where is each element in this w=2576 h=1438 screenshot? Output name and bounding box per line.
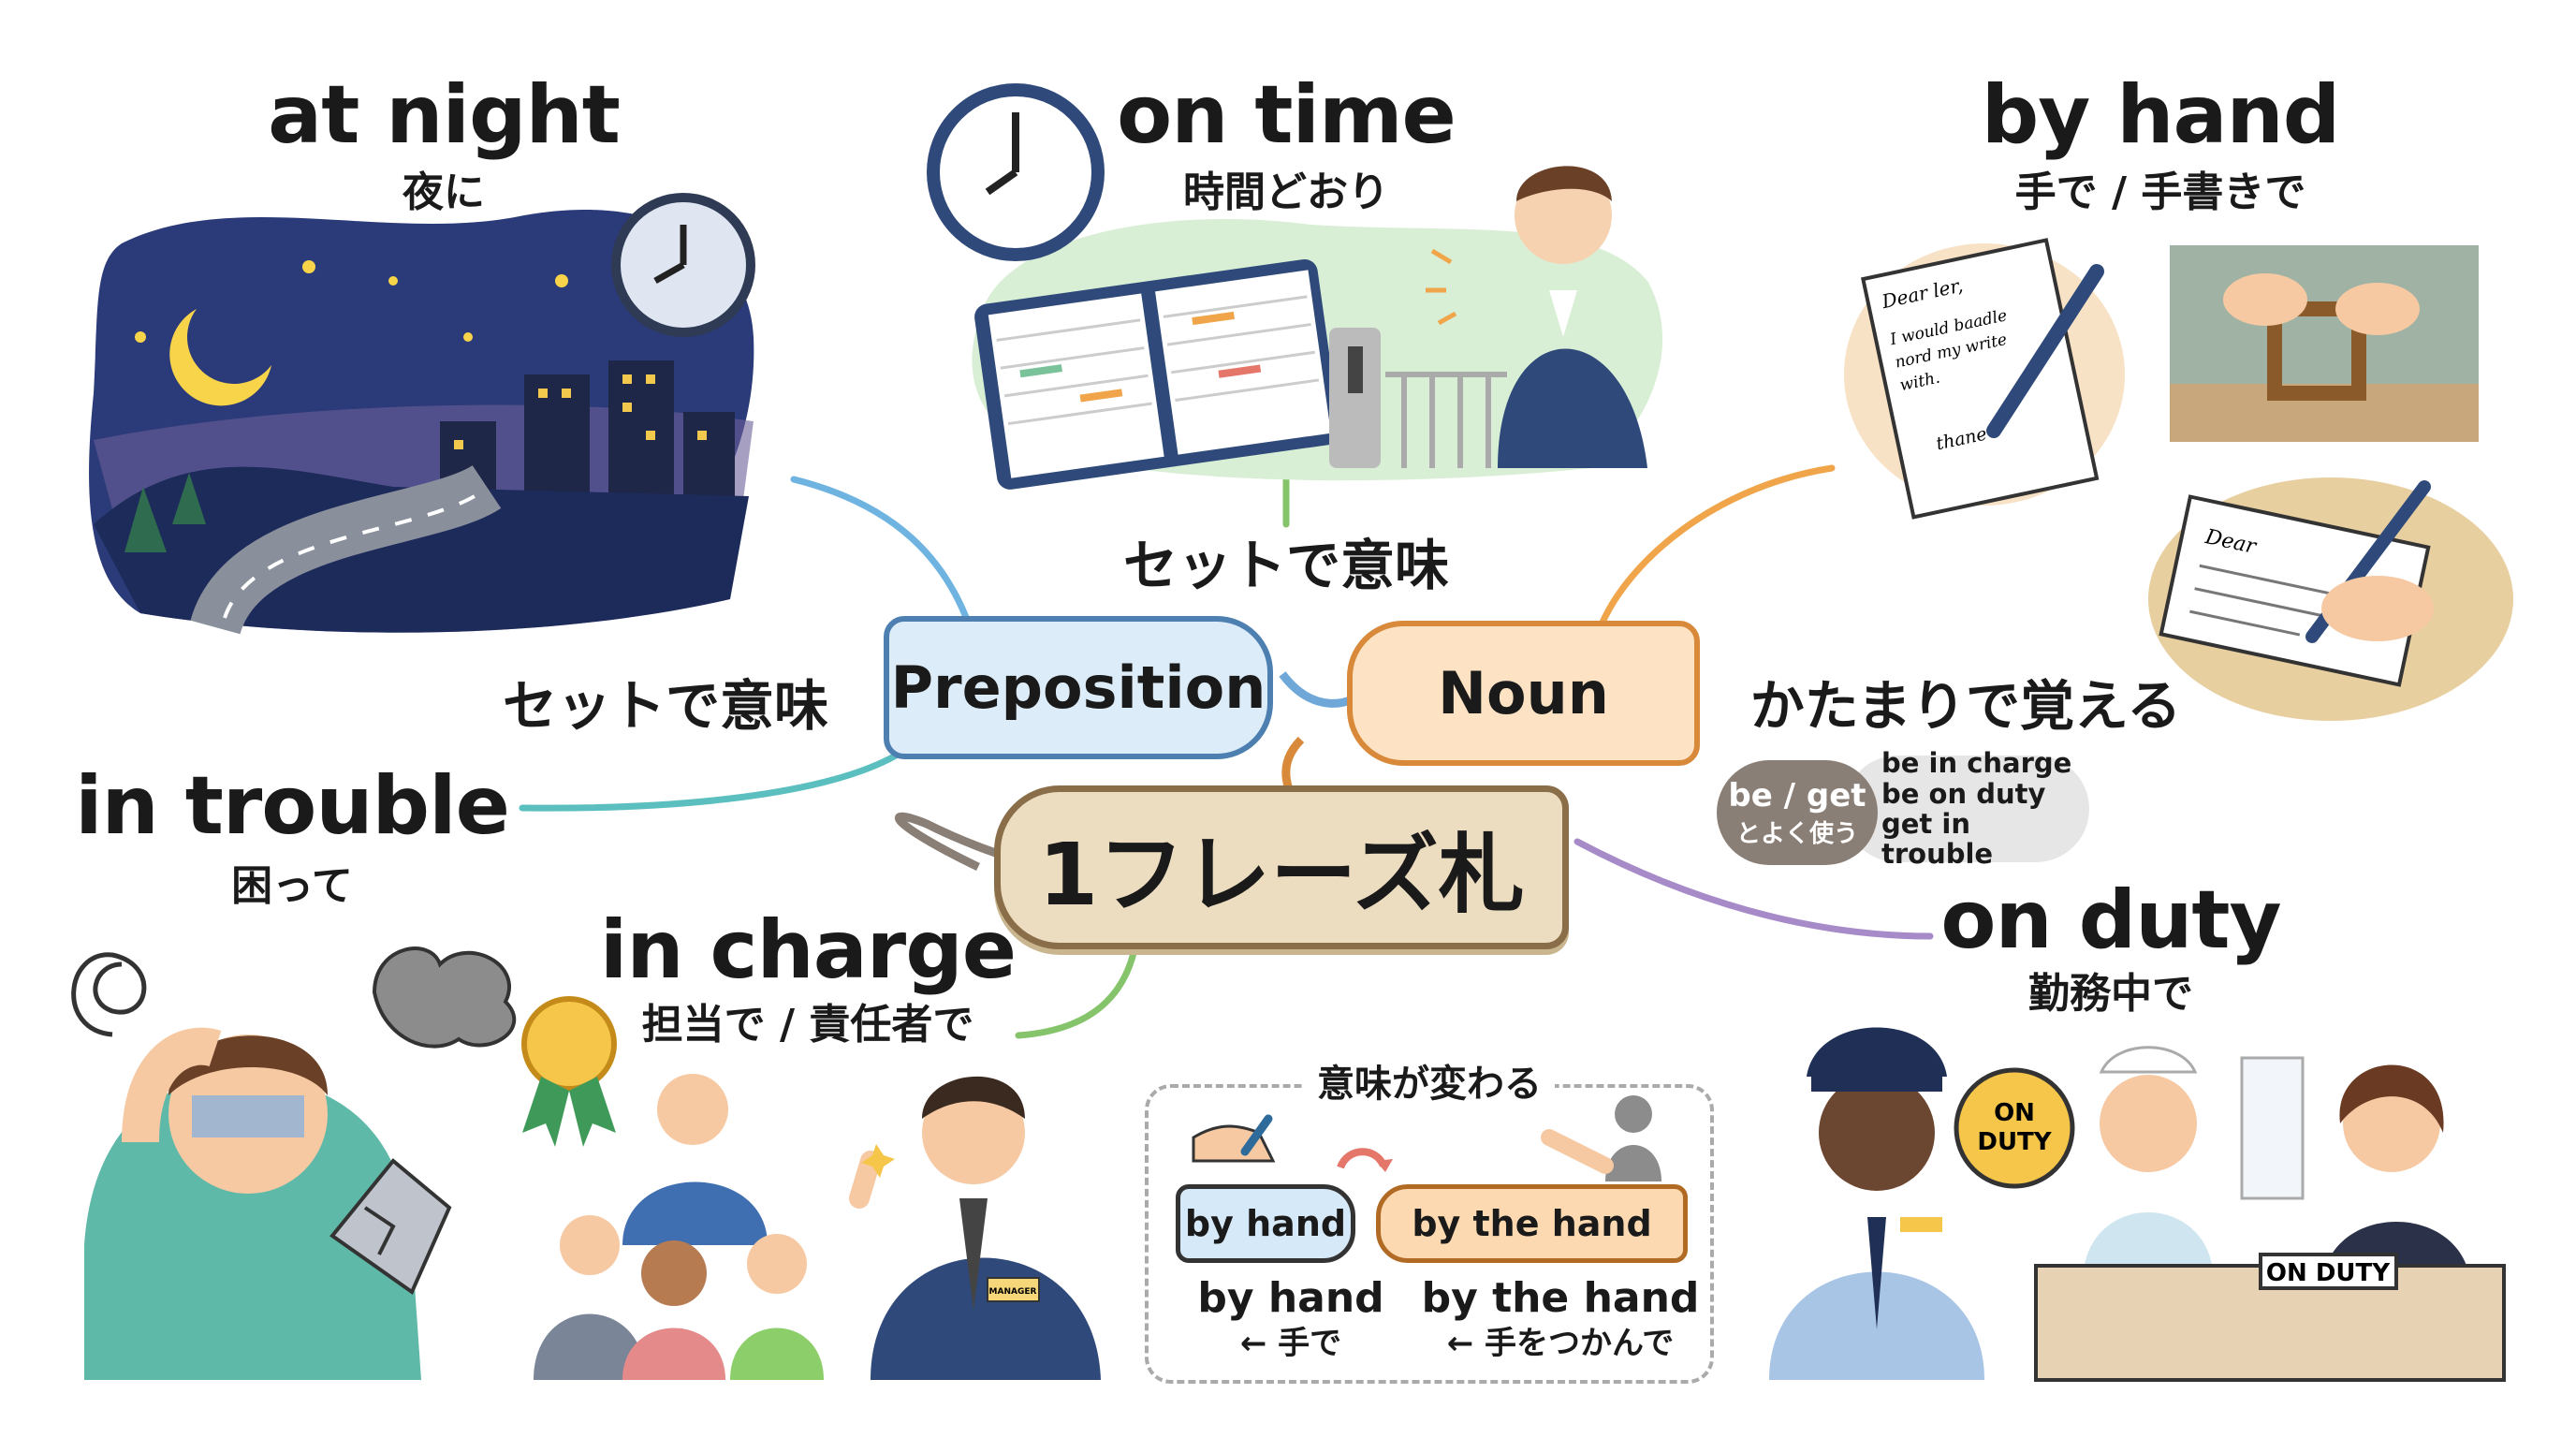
by-the-hand-meaning: ← 手をつかんで (1446, 1325, 1675, 1362)
by-hand-meaning: ← 手で (1239, 1325, 1342, 1362)
manager-illustration: MANAGER (521, 996, 1101, 1380)
connector-on-duty (1573, 838, 1934, 940)
svg-text:MANAGER: MANAGER (989, 1287, 1037, 1297)
example-get-in-trouble: get in trouble (1881, 808, 1994, 871)
connector-in-charge (1015, 949, 1137, 1039)
connector-by-hand (1598, 464, 1836, 628)
noun-label: Noun (1438, 659, 1609, 727)
meaning-change-title: 意味が変わる (1304, 1065, 1555, 1103)
example-be-on-duty: be on duty (1881, 777, 2046, 810)
preposition-tag: Preposition (884, 616, 1273, 759)
phrase-on-duty-jp: 勤務中で (2028, 970, 2193, 1018)
example-be-in-charge: be in charge (1881, 747, 2072, 780)
examples-bubble: be in charge be on duty get in trouble (1844, 748, 2089, 870)
svg-text:DUTY: DUTY (1977, 1128, 2052, 1156)
note-memorize-chunk: かたまりで覚える (1749, 674, 2182, 738)
connector-at-night (790, 476, 973, 628)
be-get-label: be / get (1728, 776, 1866, 814)
tag-string (895, 812, 1022, 872)
phrase-at-night-jp: 夜に (402, 169, 485, 216)
note-set-meaning-top: セットで意味 (1122, 534, 1450, 597)
svg-text:ON DUTY: ON DUTY (2266, 1259, 2391, 1287)
noun-tag: Noun (1347, 621, 1700, 766)
troubled-person-illustration (71, 946, 517, 1380)
phrase-by-hand-jp: 手で / 手書きで (2014, 169, 2306, 216)
phrase-by-hand: by hand (1981, 68, 2341, 162)
phrase-in-trouble-jp: 困って (231, 862, 353, 910)
handwriting-illustration: Dear ler, I would baadle nord my write w… (1844, 238, 2513, 721)
phrase-in-charge: in charge (599, 903, 1017, 997)
be-get-sub: とよく使う (1735, 819, 1858, 848)
by-hand-tag: by hand (1176, 1184, 1355, 1263)
night-city-illustration (89, 193, 755, 637)
phrase-on-time-jp: 時間どおり (1183, 169, 1389, 216)
by-the-hand-phrase: by the hand (1421, 1274, 1700, 1322)
by-the-hand-tag: by the hand (1376, 1184, 1688, 1263)
note-set-meaning-left: セットで意味 (502, 674, 829, 738)
schedule-illustration (927, 83, 1663, 490)
on-duty-illustration: ON DUTY ON DUTY (1769, 1027, 2506, 1382)
svg-text:ON: ON (1994, 1099, 2035, 1127)
be-get-bubble: be / get とよく使う (1717, 760, 1878, 865)
meaning-change-illustrations (1192, 1095, 1661, 1181)
connector-in-trouble (519, 752, 900, 812)
phrase-on-time: on time (1117, 68, 1456, 162)
phrase-at-night: at night (268, 68, 621, 162)
center-tag-label: 1フレーズ札 (1038, 825, 1525, 925)
phrase-in-trouble: in trouble (75, 759, 510, 853)
phrase-in-charge-jp: 担当で / 責任者で (641, 1001, 974, 1049)
center-phrase-tag: 1フレーズ札 (994, 785, 1569, 949)
preposition-label: Preposition (890, 653, 1266, 722)
phrase-on-duty: on duty (1940, 873, 2281, 967)
by-hand-phrase: by hand (1197, 1274, 1384, 1322)
